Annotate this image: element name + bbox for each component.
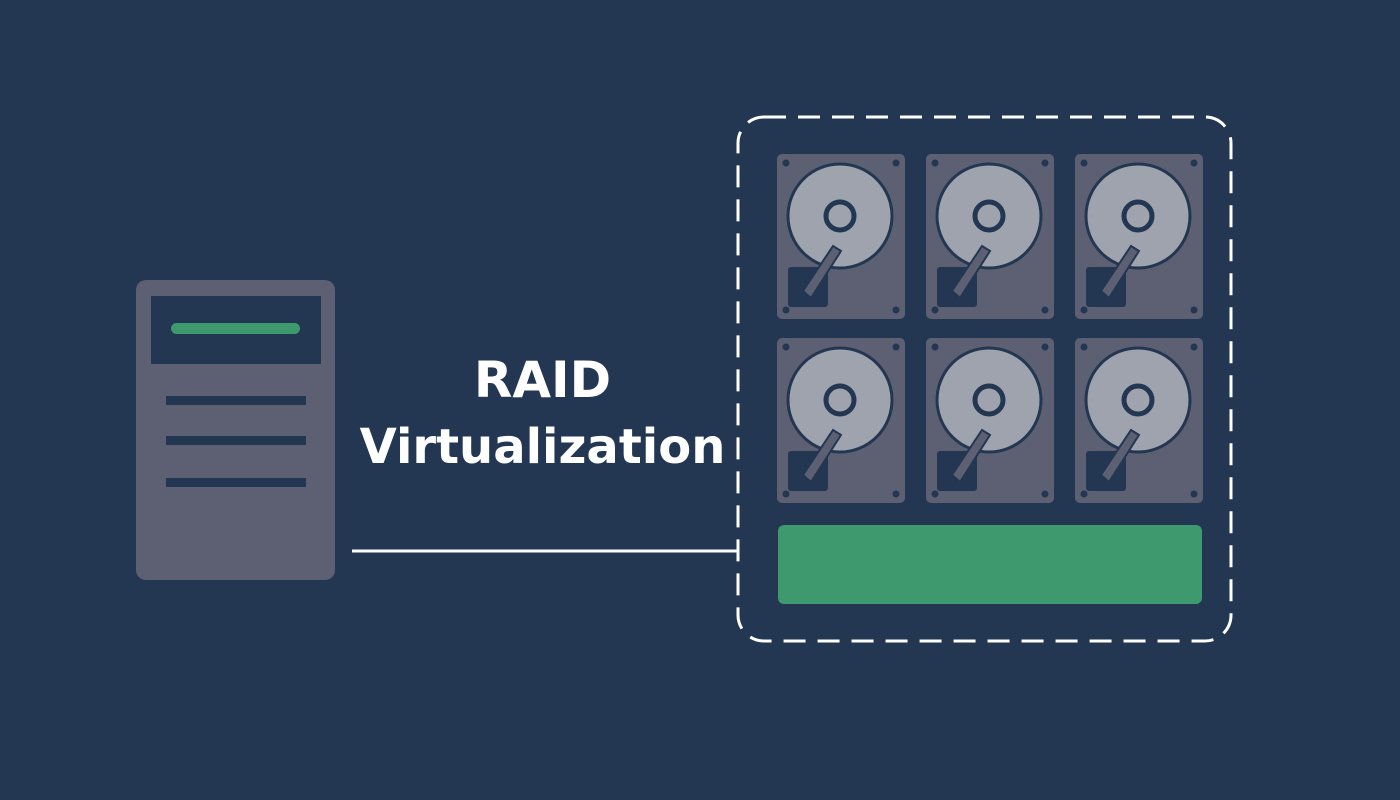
drive-read-arm [950, 428, 992, 484]
hard-drive-icon [777, 338, 905, 503]
drive-screw [1190, 159, 1198, 167]
hard-drive-icon [1075, 338, 1203, 503]
drive-screw [1041, 306, 1049, 314]
drive-screw [1041, 343, 1049, 351]
hard-drive-icon [926, 338, 1054, 503]
drive-platter [935, 162, 1043, 270]
drive-screw [892, 159, 900, 167]
caption-virtualization: Virtualization [359, 419, 726, 475]
drive-screw [931, 306, 939, 314]
drive-screw [892, 490, 900, 498]
drive-screw [782, 343, 790, 351]
drive-platter [1084, 346, 1192, 454]
drive-screw [782, 306, 790, 314]
drive-spindle [1121, 199, 1155, 233]
drive-screw [1080, 159, 1088, 167]
drive-screw [1080, 490, 1088, 498]
drive-spindle [972, 383, 1006, 417]
drive-screw [782, 490, 790, 498]
drive-spindle [823, 199, 857, 233]
drive-screw [931, 343, 939, 351]
drive-read-arm [1099, 244, 1141, 300]
virtual-volume-bar [778, 525, 1202, 604]
drive-read-arm [1099, 428, 1141, 484]
server-front-panel [151, 296, 321, 364]
drive-platter [786, 346, 894, 454]
drive-grid [777, 154, 1203, 503]
drive-spindle [972, 199, 1006, 233]
drive-spindle [823, 383, 857, 417]
drive-screw [931, 490, 939, 498]
drive-screw [1041, 490, 1049, 498]
diagram-caption: RAID Virtualization [340, 355, 745, 471]
drive-screw [1041, 159, 1049, 167]
hard-drive-icon [777, 154, 905, 319]
server-drive-slot [166, 478, 306, 487]
drive-screw [1190, 306, 1198, 314]
drive-screw [892, 343, 900, 351]
drive-screw [931, 159, 939, 167]
server-drive-slot [166, 396, 306, 405]
server-status-light [171, 323, 300, 334]
drive-platter [1084, 162, 1192, 270]
drive-spindle [1121, 383, 1155, 417]
server-drive-slot [166, 436, 306, 445]
drive-platter [935, 346, 1043, 454]
drive-screw [892, 306, 900, 314]
drive-screw [1080, 343, 1088, 351]
drive-platter [786, 162, 894, 270]
caption-raid: RAID [473, 351, 612, 409]
drive-read-arm [801, 428, 843, 484]
drive-screw [782, 159, 790, 167]
hard-drive-icon [926, 154, 1054, 319]
drive-read-arm [950, 244, 992, 300]
server-icon [136, 280, 335, 580]
drive-read-arm [801, 244, 843, 300]
drive-screw [1190, 490, 1198, 498]
raid-array-outline [736, 115, 1233, 643]
hard-drive-icon [1075, 154, 1203, 319]
drive-screw [1190, 343, 1198, 351]
drive-screw [1080, 306, 1088, 314]
